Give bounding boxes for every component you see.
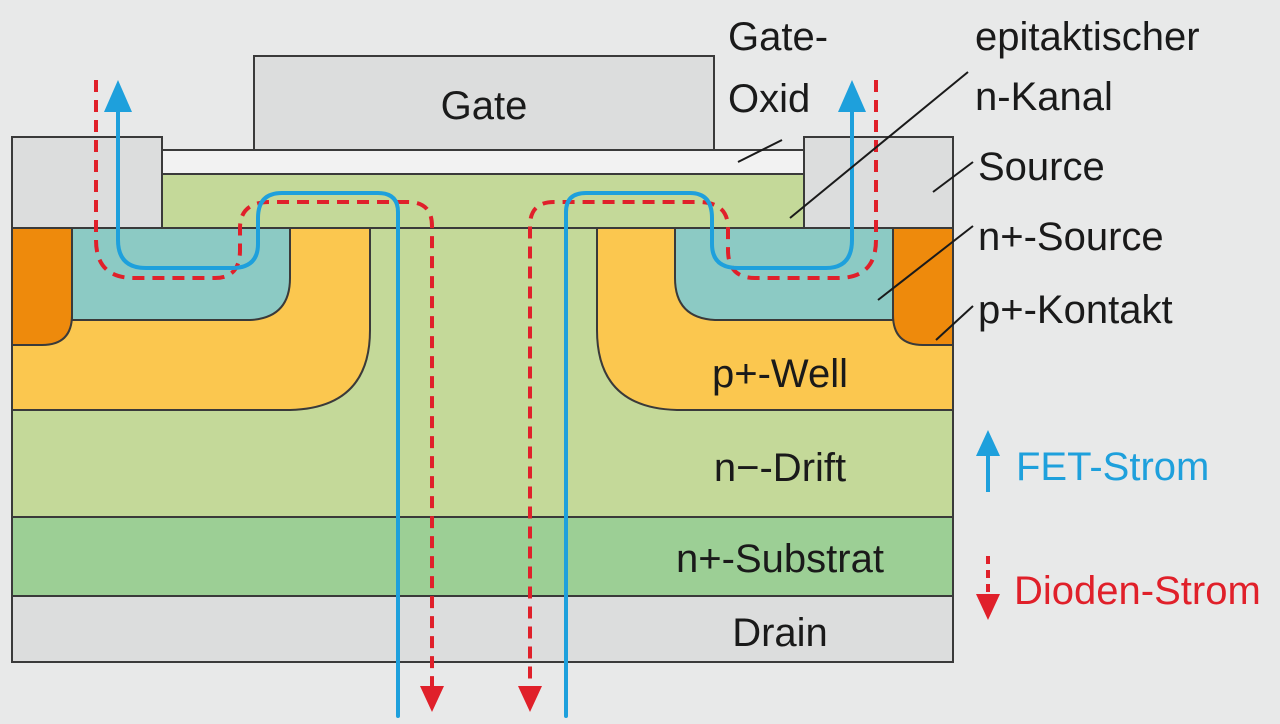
diode-current-left (94, 80, 434, 686)
source-metal-left (11, 136, 163, 229)
label-source: Source (978, 145, 1105, 189)
p-plus-contact-right (892, 227, 954, 346)
drain-layer (11, 595, 954, 663)
label-p-plus-well: p+-Well (712, 352, 848, 396)
source-metal-right (803, 136, 954, 229)
diode-arrow-right (518, 686, 542, 712)
fet-current-right (564, 108, 854, 718)
label-n-minus-drift: n−-Drift (714, 446, 846, 490)
substrate-layer (11, 516, 954, 597)
leader-epi-channel (789, 71, 969, 219)
n-plus-source-right (674, 227, 894, 321)
leader-p-plus-kontakt (935, 305, 974, 341)
leader-source (932, 161, 974, 193)
leader-gate-oxid (737, 139, 783, 163)
legend-fet-label: FET-Strom (1016, 445, 1209, 489)
legend-fet-arrow-icon (976, 430, 1000, 456)
legend-diode-arrow-icon (976, 594, 1000, 620)
label-n-plus-substrat: n+-Substrat (676, 537, 884, 581)
label-p-plus-kontakt: p+-Kontakt (978, 288, 1173, 332)
label-gate: Gate (441, 84, 528, 128)
label-gate-oxid-1: Gate- (728, 15, 828, 59)
p-plus-contact-left (11, 227, 73, 346)
label-gate-oxid-2: Oxid (728, 77, 810, 121)
fet-arrow-right (838, 80, 866, 112)
diode-arrow-left (420, 686, 444, 712)
fet-arrow-left (104, 80, 132, 112)
label-epi-1: epitaktischer (975, 15, 1200, 59)
fet-current-left (116, 108, 400, 718)
diode-current-right (528, 80, 878, 686)
legend-diode-label: Dioden-Strom (1014, 569, 1261, 613)
leader-n-plus-source (877, 225, 974, 301)
gate-oxide (161, 149, 805, 175)
label-epi-2: n-Kanal (975, 75, 1113, 119)
n-plus-source-left (71, 227, 291, 321)
label-n-plus-source: n+-Source (978, 215, 1164, 259)
gate-electrode (253, 55, 715, 151)
label-drain: Drain (732, 611, 828, 655)
